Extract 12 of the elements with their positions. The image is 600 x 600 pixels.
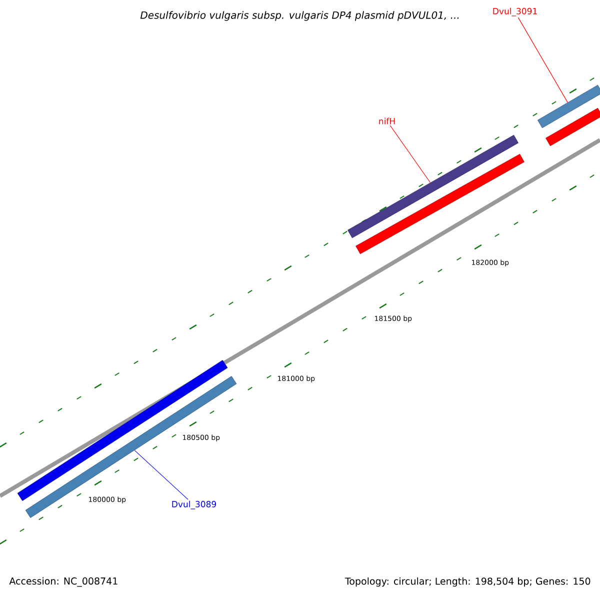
- gene-label: Dvul_3091: [493, 8, 537, 16]
- leader-line: [390, 125, 431, 183]
- gene-label: nifH: [379, 118, 395, 124]
- leader-line: [518, 17, 568, 103]
- footer-text: Accession: NC_008741: [9, 577, 118, 587]
- gene-bar: [348, 134, 518, 238]
- footer-text: Topology: circular; Length: 198,504 bp; Genes: 150: [344, 577, 590, 587]
- gene-bar: [25, 376, 237, 518]
- title: Desulfovibrio vulgaris subsp. vulgaris DP4 plasmid pDVUL01, ...: [140, 11, 459, 21]
- gene-label: Dvul_3089: [172, 500, 216, 510]
- gene-bar: [538, 84, 600, 128]
- leader-line: [134, 450, 188, 500]
